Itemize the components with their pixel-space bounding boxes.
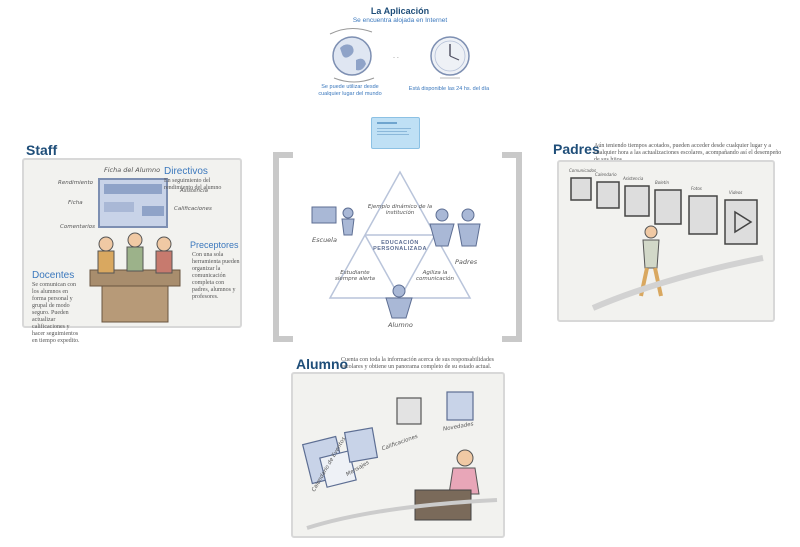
padres-title: Padres: [553, 141, 600, 157]
clock-caption: Está disponible las 24 hs. del día: [408, 86, 490, 92]
center-bracket-left: [273, 152, 293, 342]
preceptores-title: Preceptores: [190, 240, 239, 250]
center-bracket-right: [502, 152, 522, 342]
staff-item-ficha: Ficha: [68, 200, 83, 206]
alumno-figure: [385, 284, 413, 319]
ficha-label: Ficha del Alumno: [104, 166, 161, 174]
app-title: La Aplicación: [370, 6, 430, 16]
staff-title: Staff: [26, 142, 58, 158]
directivos-text: En seguimiento del rendimiento del alumn…: [164, 178, 222, 191]
globe-icon: [329, 28, 375, 83]
staff-item-calificaciones: Calificaciones: [174, 206, 212, 212]
center-right-label: Padres: [455, 258, 478, 266]
padres-frame-label-3: Boletín: [655, 180, 669, 185]
staff-item-rendimiento: Rendimiento: [58, 180, 93, 186]
clock-icon: [430, 36, 470, 79]
alumno-panel: Calendario de Eventos Mensajes Calificac…: [291, 372, 505, 538]
center-left-label: Escuela: [312, 236, 337, 244]
ficha-screen: [98, 178, 168, 228]
escuela-figure: [311, 206, 355, 236]
padres-frame-label-1: Calendario: [595, 172, 617, 177]
staff-item-comentarios: Comentarios: [60, 224, 95, 230]
padres-frames-illustration: [570, 177, 764, 311]
alumno-illustration: [301, 391, 498, 530]
padres-frame-label-2: Asistencia: [623, 176, 644, 181]
center-top-text: Ejemplo dinámico de la institución: [367, 204, 433, 216]
center-bottom-left-text: Estudiante siempre alerta: [334, 270, 376, 282]
padres-panel: Comunicados Calendario Asistencia Boletí…: [557, 160, 775, 322]
staff-panel: Ficha del Alumno Rendimiento Ficha Comen…: [22, 158, 242, 344]
globe-caption: Se puede utilizar desde cualquier lugar …: [318, 84, 382, 97]
padres-frame-label-5: Videos: [729, 190, 743, 195]
globe-caption-dots: - -: [393, 55, 399, 61]
app-screen-thumbnail: [371, 117, 420, 149]
center-bottom-label: Alumno: [388, 321, 413, 329]
padres-frame-label-0: Comunicados: [569, 168, 597, 173]
docentes-text: Se comunican con los alumnos en forma pe…: [32, 282, 80, 344]
padres-figures: [429, 208, 481, 247]
preceptores-text: Con una sola herramienta pueden organiza…: [192, 252, 240, 300]
alumno-title: Alumno: [296, 356, 349, 372]
docentes-title: Docentes: [32, 270, 75, 281]
directivos-title: Directivos: [164, 166, 208, 177]
center-middle-text: EDUCACIÓN PERSONALIZADA: [373, 240, 427, 252]
center-bottom-right-text: Agiliza la comunicación: [415, 270, 455, 282]
app-subtitle: Se encuentra alojada en Internet: [352, 17, 448, 24]
alumno-text: Cuenta con toda la información acerca de…: [341, 357, 494, 370]
padres-frame-label-4: Fotos: [691, 186, 702, 191]
staff-item-asistencia: Asistencia: [180, 188, 208, 194]
staff-meeting-illustration: [89, 232, 181, 323]
